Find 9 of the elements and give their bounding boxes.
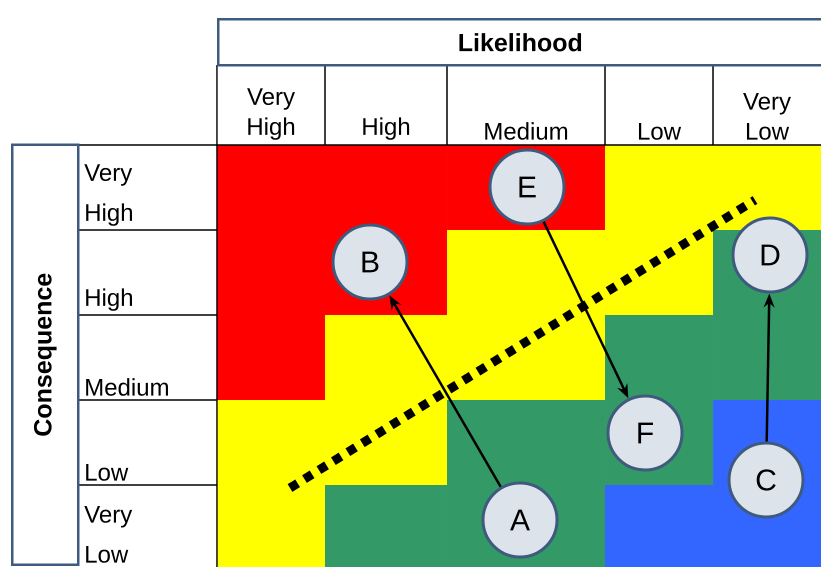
- header-cell: Consequence: [11, 144, 80, 566]
- column-header: High: [363, 117, 410, 140]
- row-header: Very High: [84, 164, 132, 226]
- row-header: Very Low: [84, 506, 132, 563]
- header-cell: Likelihood: [217, 18, 821, 66]
- column-header: Low: [638, 123, 682, 140]
- row-header: Medium: [86, 378, 168, 396]
- row-header: High: [86, 288, 132, 311]
- row-header: Low: [86, 464, 128, 481]
